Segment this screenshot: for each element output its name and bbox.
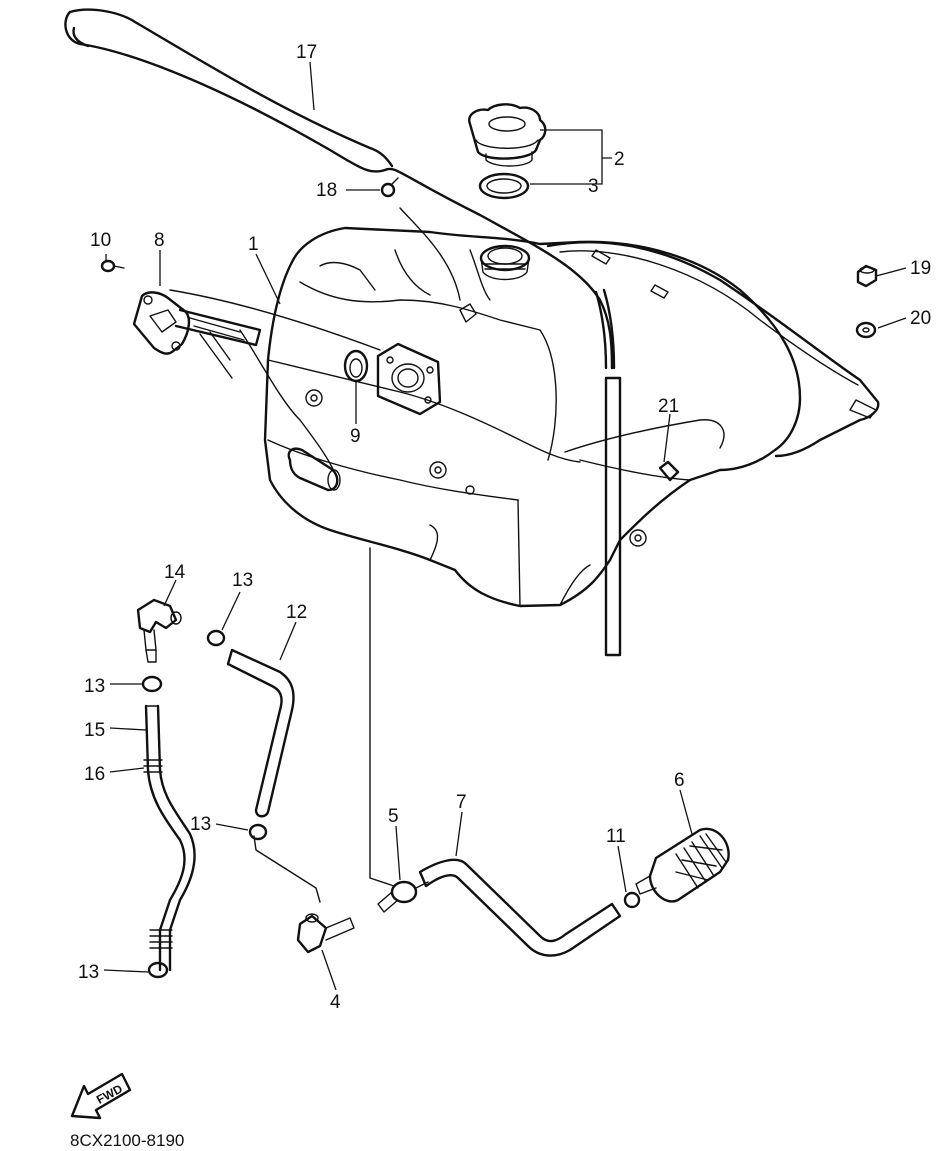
callout-17: 17 <box>296 42 317 63</box>
fuel-tank-1 <box>263 226 880 608</box>
part-code: 8CX2100-8190 <box>70 1131 184 1150</box>
routing-line-filter <box>369 547 395 887</box>
nut-19 <box>856 264 878 288</box>
washer-20 <box>855 321 877 339</box>
callout-16: 16 <box>84 764 105 785</box>
routing-line-sender <box>169 289 381 351</box>
callout-13-top: 13 <box>232 570 253 591</box>
cap-gasket-3 <box>478 172 530 200</box>
callout-13-mid: 13 <box>190 814 211 835</box>
callout-21: 21 <box>658 396 679 417</box>
breather-hose-17 <box>64 8 622 657</box>
fuel-filter-6 <box>635 827 730 903</box>
callout-14: 14 <box>164 562 186 583</box>
callout-6: 6 <box>674 770 685 791</box>
callout-3: 3 <box>588 176 599 197</box>
hose-12 <box>226 648 295 818</box>
callout-11: 11 <box>606 826 626 847</box>
hose-16 <box>143 704 196 972</box>
callout-5: 5 <box>388 806 399 827</box>
fuel-cock-14 <box>136 598 182 663</box>
screw-10 <box>100 259 125 273</box>
clip-18 <box>380 177 399 198</box>
fwd-arrow-icon: FWD <box>70 1072 132 1120</box>
routing-line-vent <box>399 207 461 301</box>
callout-8: 8 <box>154 230 165 251</box>
callout-18: 18 <box>316 180 337 201</box>
leader-lines <box>103 61 907 991</box>
joint-5 <box>377 880 429 913</box>
callout-13-left: 13 <box>84 676 105 697</box>
callout-2: 2 <box>614 149 625 170</box>
callout-1: 1 <box>248 234 259 255</box>
vent-21 <box>658 460 680 482</box>
callouts: 1 2 3 4 5 6 7 8 9 10 11 12 13 13 13 13 1… <box>78 42 931 1013</box>
callout-9: 9 <box>350 426 361 447</box>
routing-line-hose <box>253 835 321 903</box>
callout-15: 15 <box>84 720 105 741</box>
callout-20: 20 <box>910 308 931 329</box>
hose-7 <box>418 858 622 957</box>
callout-4: 4 <box>330 992 341 1013</box>
fuel-sender-8 <box>132 291 262 379</box>
callout-19: 19 <box>910 258 931 279</box>
callout-12: 12 <box>286 602 307 623</box>
grommet-9 <box>343 349 369 383</box>
clamps-13 <box>141 629 268 979</box>
clip-11 <box>623 891 641 909</box>
callout-13-bottom: 13 <box>78 962 99 983</box>
sender-arm <box>239 329 337 477</box>
joint-4 <box>296 913 355 954</box>
callout-7: 7 <box>456 792 467 813</box>
callout-10: 10 <box>90 230 111 251</box>
filler-cap-2 <box>468 103 547 167</box>
